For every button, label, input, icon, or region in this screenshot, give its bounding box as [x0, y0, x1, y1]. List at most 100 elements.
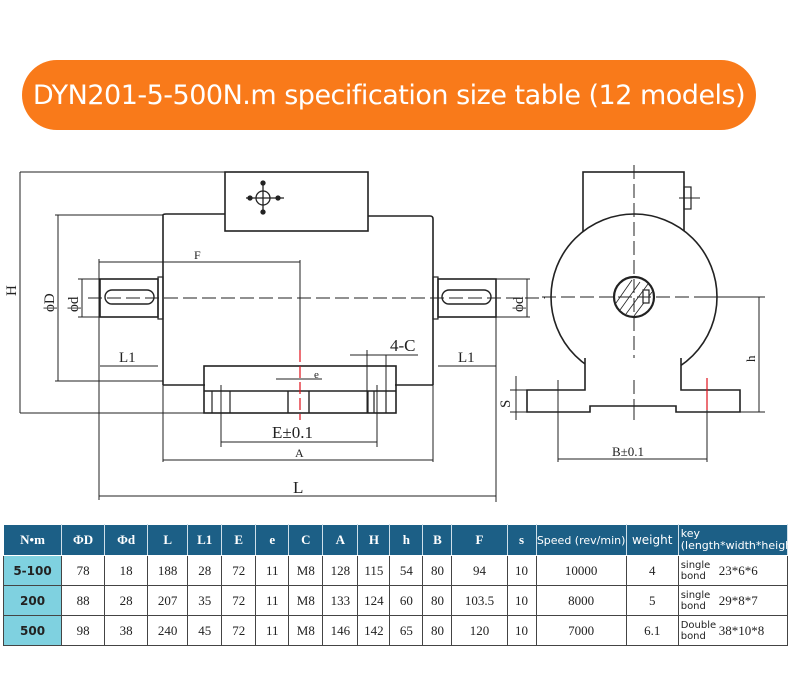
cell-C: M8: [288, 585, 324, 616]
left-keyway: [104, 289, 155, 305]
cell-A: 128: [322, 555, 359, 586]
label-F: F: [194, 248, 201, 262]
cell-F: 94: [451, 555, 508, 586]
col-header-weight: weight: [625, 524, 679, 556]
key-type: single bond: [680, 589, 711, 612]
label-phid-right: ϕd: [511, 296, 527, 312]
cell-L1: 28: [187, 555, 223, 586]
cell-L: 207: [147, 585, 189, 616]
cell-key: single bond 29*8*7: [677, 585, 789, 616]
cell-L: 188: [147, 555, 189, 586]
cell-e: 11: [255, 585, 290, 616]
label-H: H: [4, 285, 20, 296]
cell-E: 72: [221, 585, 257, 616]
cell-speed: 8000: [535, 585, 627, 616]
cell-weight: 6.1: [625, 615, 679, 646]
cell-weight: 5: [625, 585, 679, 616]
cell-B: 80: [422, 585, 453, 616]
cell-e: 11: [255, 615, 290, 646]
cell-F: 120: [451, 615, 508, 646]
cell-H: 124: [357, 585, 391, 616]
cell-weight: 4: [625, 555, 679, 586]
front-view: [19, 171, 545, 502]
crosshair-connector-icon: [246, 180, 284, 215]
cell-speed: 10000: [535, 555, 627, 586]
col-header-F: F: [451, 524, 508, 556]
cell-A: 146: [322, 615, 359, 646]
cell-B: 80: [422, 615, 453, 646]
right-keyway: [441, 289, 492, 305]
cell-d: 28: [104, 585, 149, 616]
connector-box: [224, 171, 369, 232]
col-header-h: h: [389, 524, 424, 556]
key-dims: 29*8*7: [718, 592, 758, 608]
label-S: S: [498, 400, 514, 408]
key-dims: 38*10*8: [718, 622, 765, 638]
cell-B: 80: [422, 555, 453, 586]
cell-d: 18: [104, 555, 149, 586]
cell-E: 72: [221, 615, 257, 646]
col-header-C: C: [288, 524, 324, 556]
cell-L1: 45: [187, 615, 223, 646]
cell-A: 133: [322, 585, 359, 616]
col-header-L1: L1: [187, 524, 223, 556]
cell-s: 10: [506, 585, 537, 616]
cell-C: M8: [288, 615, 324, 646]
col-header-e: e: [255, 524, 290, 556]
label-B: B±0.1: [612, 444, 644, 459]
cell-s: 10: [506, 615, 537, 646]
col-header-nm: N•m: [2, 524, 63, 556]
table-row: 500 98 38 240 45 72 11 M8 146 142 65 80 …: [2, 615, 789, 646]
label-A: A: [295, 446, 304, 460]
cell-s: 10: [506, 555, 537, 586]
header-row: N•m ΦD Φd L L1 E e C A H h B F s Speed (…: [2, 524, 790, 556]
col-header-s: s: [506, 524, 537, 556]
cell-H: 115: [357, 555, 391, 586]
spec-table: N•m ΦD Φd L L1 E e C A H h B F s Speed (…: [2, 524, 790, 646]
label-phid-left: ϕd: [66, 296, 82, 312]
cell-d: 38: [104, 615, 149, 646]
cell-L: 240: [147, 615, 189, 646]
label-phiD: ϕD: [42, 293, 58, 312]
cell-L1: 35: [187, 585, 223, 616]
key-type: Double bond: [680, 619, 717, 642]
cell-e: 11: [255, 555, 290, 586]
label-4-C: 4-C: [390, 336, 416, 355]
cell-key: single bond 23*6*6: [677, 555, 789, 586]
col-header-phid: Φd: [104, 524, 149, 556]
key-type: single bond: [680, 559, 711, 582]
col-header-B: B: [422, 524, 453, 556]
cell-model: 200: [2, 585, 63, 616]
label-L1-left: L1: [119, 350, 136, 366]
cell-model: 500: [2, 615, 63, 646]
cell-h: 60: [389, 585, 424, 616]
cell-C: M8: [288, 555, 324, 586]
cell-E: 72: [221, 555, 257, 586]
side-view: [510, 165, 765, 462]
key-dims: 23*6*6: [718, 562, 758, 578]
label-L: L: [293, 478, 303, 497]
col-header-key: key (length*width*height): [677, 524, 790, 556]
label-L1-right: L1: [458, 350, 475, 366]
sensor-body: [162, 213, 434, 385]
cell-F: 103.5: [451, 585, 508, 616]
label-h: h: [743, 355, 758, 362]
cell-h: 54: [389, 555, 424, 586]
label-e: e: [314, 369, 319, 381]
col-header-L: L: [147, 524, 189, 556]
label-E: E±0.1: [272, 423, 313, 442]
cell-H: 142: [357, 615, 391, 646]
cell-D: 88: [61, 585, 106, 616]
col-header-speed: Speed (rev/min): [535, 524, 627, 556]
page-title: DYN201-5-500N.m specification size table…: [32, 79, 746, 111]
cell-D: 98: [61, 615, 106, 646]
col-header-H: H: [357, 524, 391, 556]
cell-D: 78: [61, 555, 106, 586]
col-header-phiD: ΦD: [61, 524, 106, 556]
dimension-drawing: H ϕD ϕd F L1 L1 ϕd 4-C e E±0.1 A L S h B…: [4, 165, 765, 502]
cell-speed: 7000: [535, 615, 627, 646]
col-header-E: E: [221, 524, 257, 556]
title-banner: DYN201-5-500N.m specification size table…: [22, 60, 756, 130]
cell-model: 5-100: [2, 555, 63, 586]
